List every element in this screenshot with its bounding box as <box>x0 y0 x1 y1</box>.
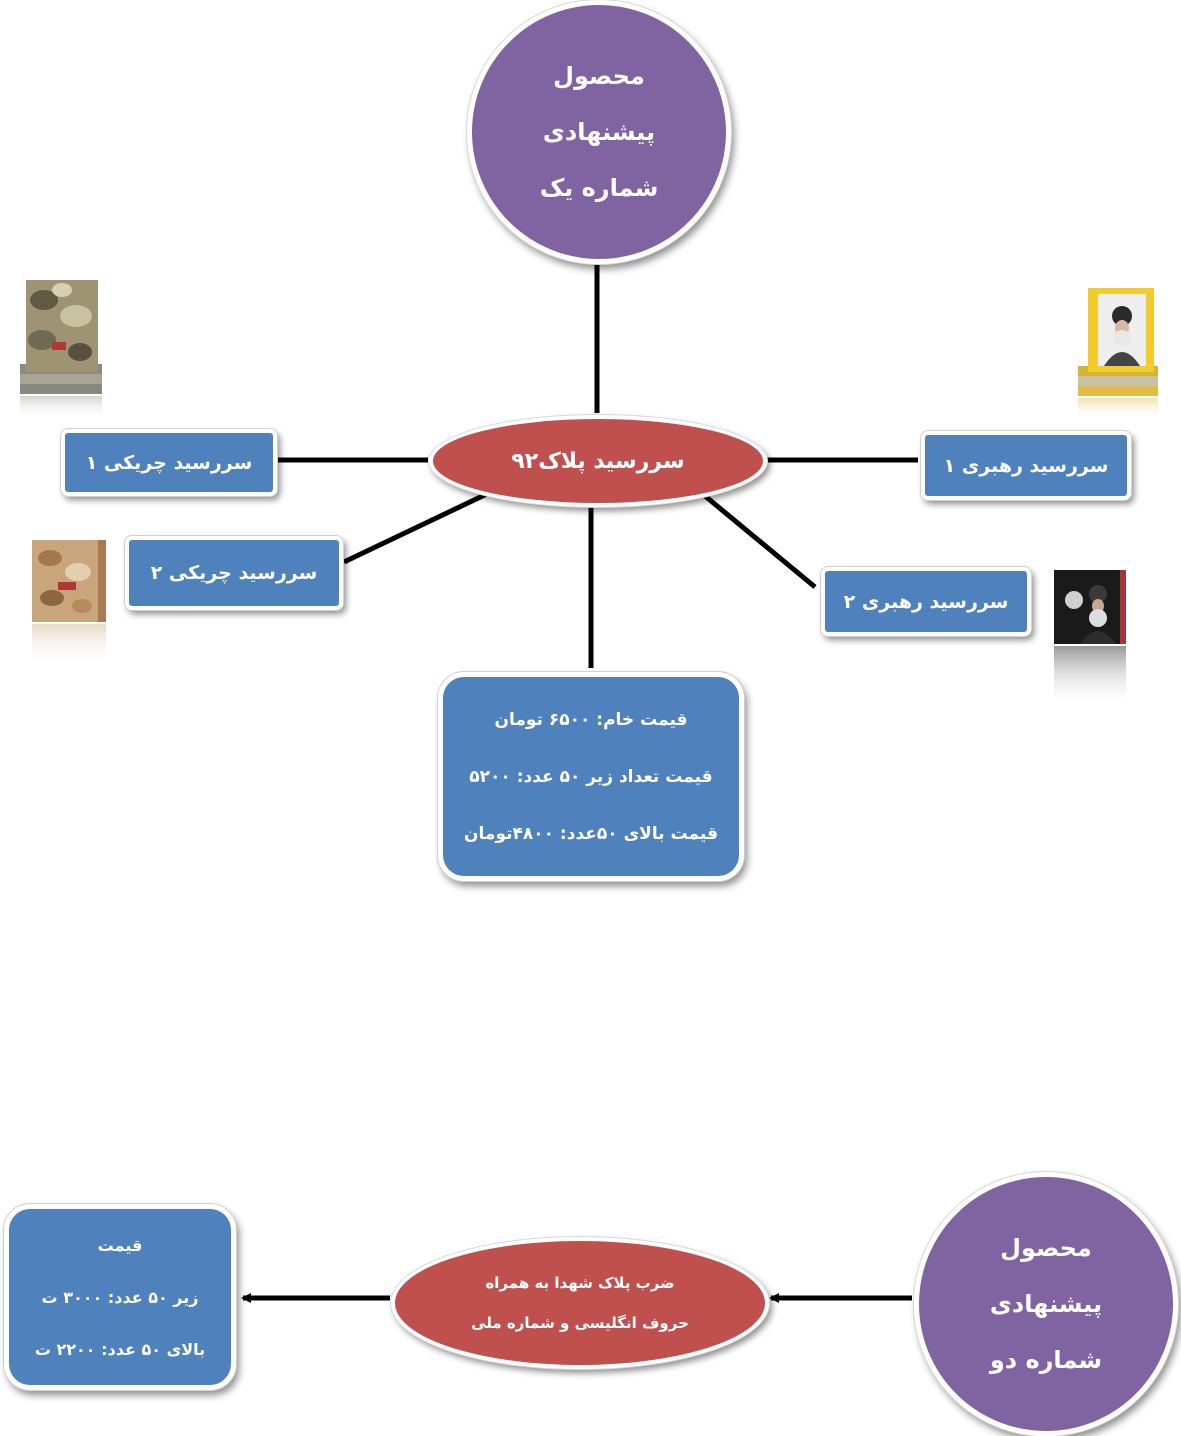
node-rahbari-2: سررسید رهبری ۲ <box>821 567 1031 636</box>
price-one-line-2: قیمت تعداد زیر ۵۰ عدد: ۵۲۰۰ <box>469 766 713 787</box>
proposal-one-title-line-3: شماره یک <box>539 174 659 202</box>
center-two-line-2: حروف انگلیسی و شماره ملی <box>471 1314 689 1332</box>
proposal-one-title-line-2: پیشنهادی <box>542 118 656 146</box>
node-cherik-1: سررسید چریکی ۱ <box>61 429 277 496</box>
price-two-line-3: بالای ۵۰ عدد: ۲۲۰۰ ت <box>34 1339 206 1359</box>
connector-left-2 <box>342 488 495 565</box>
center-node-two: ضرب پلاک شهدا به همراه حروف انگلیسی و شم… <box>391 1237 769 1369</box>
price-one-line-3: قیمت بالای ۵۰عدد: ۴۸۰۰تومان <box>464 823 718 844</box>
center-node-pelak-92: سررسید پلاک۹۲ <box>429 415 767 507</box>
proposal-one-title-line-1: محصول <box>553 62 645 90</box>
price-box-one: قیمت خام: ۶۵۰۰ تومان قیمت تعداد زیر ۵۰ ع… <box>438 672 744 881</box>
price-one-line-1: قیمت خام: ۶۵۰۰ تومان <box>494 709 688 730</box>
leader-notebook-stack-icon <box>1078 288 1158 420</box>
proposal-two-title-line-2: پیشنهادی <box>989 1290 1103 1318</box>
proposal-one-circle: محصول پیشنهادی شماره یک <box>467 0 731 264</box>
proposal-two-title-line-3: شماره دو <box>989 1346 1103 1374</box>
center-two-line-1: ضرب پلاک شهدا به همراه <box>485 1274 675 1292</box>
camouflage-notebook-stack-icon <box>20 280 102 420</box>
camouflage-notebook-icon <box>32 540 106 670</box>
price-two-line-1: قیمت <box>97 1235 143 1255</box>
proposal-two-title-line-1: محصول <box>1000 1234 1092 1262</box>
price-two-line-2: زیر ۵۰ عدد: ۳۰۰۰ ت <box>41 1287 199 1307</box>
node-rahbari-1-label: سررسید رهبری ۱ <box>943 454 1109 477</box>
node-cherik-1-label: سررسید چریکی ۱ <box>85 451 253 474</box>
node-cherik-2-label: سررسید چریکی ۲ <box>150 562 318 584</box>
price-box-two: قیمت زیر ۵۰ عدد: ۳۰۰۰ ت بالای ۵۰ عدد: ۲۲… <box>4 1204 236 1390</box>
center-node-label: سررسید پلاک۹۲ <box>511 448 685 474</box>
connector-right-2 <box>697 489 817 589</box>
node-rahbari-1: سررسید رهبری ۱ <box>921 431 1131 500</box>
node-rahbari-2-label: سررسید رهبری ۲ <box>843 590 1009 613</box>
proposal-two-circle: محصول پیشنهادی شماره دو <box>914 1172 1178 1436</box>
leader-notebook-icon <box>1054 570 1126 708</box>
node-cherik-2: سررسید چریکی ۲ <box>125 536 343 610</box>
